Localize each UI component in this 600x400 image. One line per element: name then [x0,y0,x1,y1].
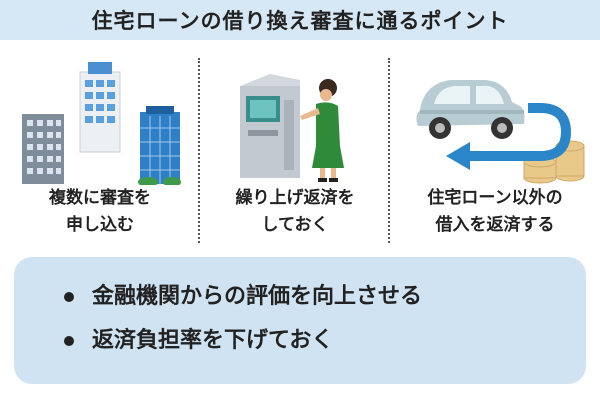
atm-person-icon [240,74,344,182]
tip-caption-line: 複数に審査を [49,188,151,208]
tip-caption-line: 借入を返済する [435,215,555,235]
column-divider [388,58,390,243]
key-point-text: 金融機関からの評価を向上させる [92,284,423,309]
column-divider [198,58,200,243]
car-return-coins-icon [416,80,585,184]
tip-column-apply-multiple: 複数に審査を 申し込む [0,40,200,250]
tip-column-repay-other-loans: 住宅ローン以外の 借入を返済する [390,40,600,250]
page-title: 住宅ローンの借り換え審査に通るポイント [0,0,600,40]
key-points-box: 金融機関からの評価を向上させる 返済負担率を下げておく [14,257,586,384]
key-point-item: 金融機関からの評価を向上させる [62,275,586,319]
key-point-item: 返済負担率を下げておく [62,319,586,363]
tip-caption-line: 住宅ローン以外の [427,188,563,208]
bullet-dot-icon [64,292,74,302]
tip-caption-line: しておく [261,215,329,235]
tip-caption-line: 繰り上げ返済を [235,188,355,208]
tip-column-prepay: 繰り上げ返済を しておく [200,40,390,250]
office-buildings-icon [22,62,181,185]
key-point-text: 返済負担率を下げておく [92,328,334,353]
tip-caption-line: 申し込む [66,215,134,235]
bullet-dot-icon [64,336,74,346]
